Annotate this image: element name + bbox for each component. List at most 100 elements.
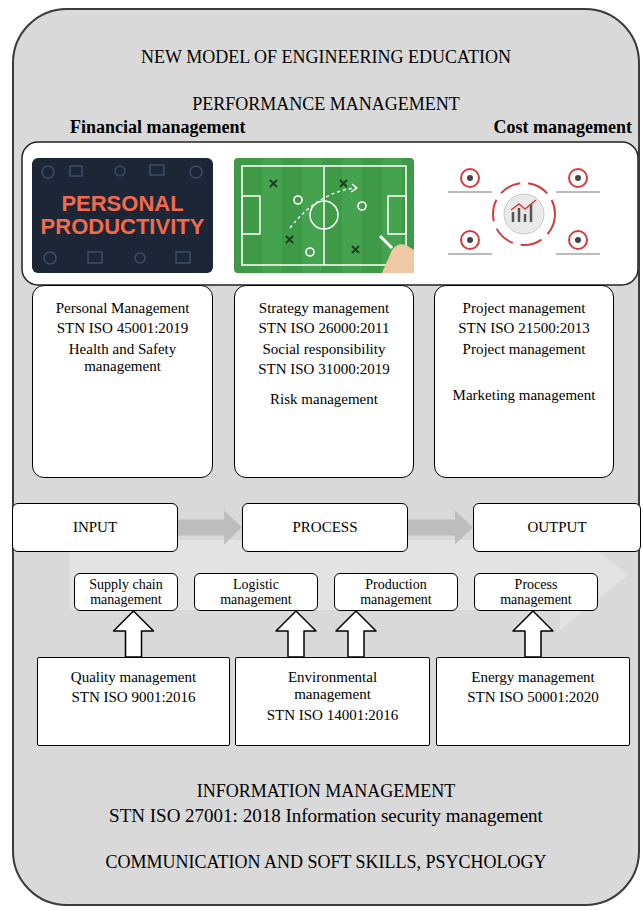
tiny-caption (448, 191, 492, 193)
frame-ground (12, 8, 640, 906)
tiny-caption (556, 253, 600, 255)
standard-box: Environmental managementSTN ISO 14001:20… (235, 657, 430, 746)
cycle-icon (467, 237, 473, 243)
cycle-icon (575, 175, 581, 181)
management-box: Strategy managementSTN ISO 26000:2011Soc… (234, 285, 414, 478)
field-line (242, 196, 260, 234)
cycle-icon (575, 237, 581, 243)
box-text: Risk management (245, 391, 403, 408)
tiny-caption (448, 253, 492, 255)
image-ground (32, 158, 213, 273)
standard-label: Quality management (46, 669, 221, 686)
heading-text: STN ISO 27001: 2018 Information security… (12, 805, 640, 827)
icon (115, 166, 125, 176)
standard-label: Environmental management (258, 669, 408, 704)
player-mark (270, 180, 359, 253)
image-text: PERSONAL PRODUCTIVITY (32, 192, 213, 238)
stage-box: INPUT (12, 503, 178, 552)
activity-box: Supply chain management (74, 573, 178, 611)
field-line (310, 201, 338, 229)
play-arrow (351, 184, 357, 192)
tiny-caption (556, 191, 600, 193)
heading-text: Cost management (400, 117, 632, 138)
cycle-icon (461, 169, 479, 187)
block-arrow (513, 611, 553, 657)
standard-label: STN ISO 50001:2020 (445, 689, 621, 706)
cycle-icon (569, 231, 587, 249)
icon (70, 166, 82, 176)
cycle-icon (569, 169, 587, 187)
icon (135, 253, 145, 263)
box-text: Social responsibility (245, 341, 403, 358)
box-text: Strategy management (245, 300, 403, 317)
player-mark (358, 202, 366, 210)
play-arrow (290, 188, 356, 228)
box-text: STN ISO 31000:2019 (245, 361, 403, 378)
outer-frame: PERFORMANCE MANAGEMENTFinancial manageme… (12, 8, 640, 906)
box-text: STN ISO 21500:2013 (445, 320, 603, 337)
stage-label: OUTPUT (527, 519, 586, 536)
icon (42, 166, 54, 178)
field-line (242, 166, 406, 265)
block-arrow (276, 611, 316, 657)
activity-label: Supply chain management (79, 577, 173, 608)
image-panel (22, 142, 638, 285)
standard-box: Energy managementSTN ISO 50001:2020 (436, 657, 630, 746)
heading-text: PERFORMANCE MANAGEMENT (12, 94, 640, 115)
box-text: Personal Management (43, 300, 202, 317)
strategy-field-image (234, 158, 414, 273)
player-mark (306, 248, 314, 256)
activity-box: Process management (474, 573, 598, 611)
icon (176, 252, 190, 263)
flow-arrow (178, 511, 242, 545)
field-line (323, 166, 325, 265)
heading-text: COMMUNICATION AND SOFT SKILLS, PSYCHOLOG… (12, 852, 640, 873)
activity-label: Logistic management (206, 577, 306, 608)
player-mark (294, 196, 302, 204)
stage-box: PROCESS (242, 503, 408, 552)
management-box: Personal ManagementSTN ISO 45001:2019Hea… (32, 285, 213, 478)
standard-label: STN ISO 9001:2016 (46, 689, 221, 706)
box-text: Project management (445, 300, 603, 317)
icon (44, 252, 56, 264)
heading-text: INFORMATION MANAGEMENT (12, 781, 640, 802)
activity-label: Production management (346, 577, 446, 608)
activity-label: Process management (486, 577, 586, 608)
stage-box: OUTPUT (473, 503, 641, 552)
flow-arrow (408, 511, 473, 545)
block-arrow (336, 611, 376, 657)
box-text: Marketing management (445, 387, 603, 404)
hand (382, 244, 414, 273)
standard-box: Quality managementSTN ISO 9001:2016 (37, 657, 230, 746)
box-text: STN ISO 26000:2011 (245, 320, 403, 337)
activity-box: Production management (334, 573, 458, 611)
management-box: Project managementSTN ISO 21500:2013Proj… (434, 285, 614, 478)
stage-label: PROCESS (292, 519, 357, 536)
block-arrow (114, 611, 154, 657)
center-disc (504, 194, 544, 234)
box-text: STN ISO 45001:2019 (43, 320, 202, 337)
field-ground (234, 158, 414, 273)
activity-box: Logistic management (194, 573, 318, 611)
heading-text: Financial management (70, 117, 330, 138)
box-text: Project management (445, 341, 603, 358)
field-stripe (302, 158, 322, 273)
box-text: Health and Safety management (43, 341, 202, 376)
icon (190, 166, 202, 178)
field-stripe (342, 158, 362, 273)
project-cycle-image (448, 169, 600, 255)
standard-label: Energy management (445, 669, 621, 686)
chart-icon (511, 200, 536, 210)
field-stripe (262, 158, 282, 273)
icon (150, 165, 164, 175)
productivity-image (32, 158, 213, 273)
chalk (380, 236, 392, 248)
cycle-icon (467, 175, 473, 181)
cycle-ring (493, 183, 555, 245)
standard-label: STN ISO 14001:2016 (258, 707, 408, 724)
field-line (388, 196, 406, 234)
cycle-icon (461, 231, 479, 249)
stage-label: INPUT (73, 519, 117, 536)
icon (88, 252, 102, 263)
